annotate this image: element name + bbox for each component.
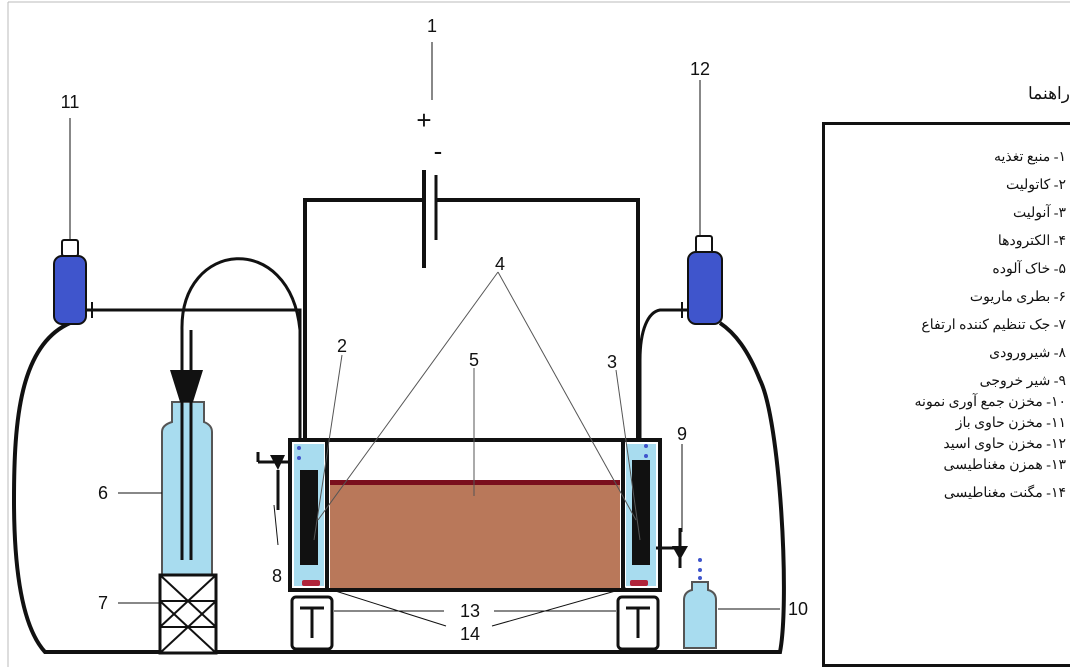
outlet-valve [656,528,688,568]
label-7: 7 [98,593,108,613]
label-10: 10 [788,599,808,619]
label-13: 13 [460,601,480,621]
negative-sign: - [434,136,443,166]
legend-item: ۷- جک تنظیم کننده ارتفاع [921,318,1066,333]
label-4: 4 [495,254,505,274]
legend-item: ۸- شیرورودی [989,346,1066,361]
label-3: 3 [607,352,617,372]
label-9: 9 [677,424,687,444]
power-wire-right [436,198,640,440]
contaminated-soil [330,480,620,588]
leader-14b [491,587,627,627]
mariotte-bottle [161,257,302,576]
label-1: 1 [427,16,437,36]
legend-item: ۱۳- همزن مغناطیسی [943,458,1066,473]
legend-item: ۹- شیر خروجی [979,374,1066,389]
power-wire-left [303,198,424,440]
label-2: 2 [337,336,347,356]
legend-heading: راهنما [1027,84,1070,103]
label-8: 8 [272,566,282,586]
stirrer-left [290,595,334,651]
legend-item: ۱۲- مخزن حاوی اسید [943,437,1066,452]
legend-item: ۱۱- مخزن حاوی باز [955,416,1066,431]
leader-2 [313,354,343,541]
leader-8 [273,504,279,546]
leader-14a [325,587,447,627]
stirrer-right [616,595,660,651]
leader-4b [497,271,637,521]
legend-box: ۱- منبع تغذیه ۲- کاتولیت ۳- آنولیت ۴- ال… [822,122,1070,667]
legend-list: ۱- منبع تغذیه ۲- کاتولیت ۳- آنولیت ۴- ال… [846,149,1066,513]
inlet-valve [256,452,292,510]
base-reservoir [53,239,302,440]
leader-4a [317,271,499,521]
legend-item: ۴- الکترودها [997,234,1066,249]
sample-collection-container [683,558,717,649]
magnet-right [630,580,648,586]
legend-item: ۱۰- مخزن جمع آوری نمونه [914,395,1066,410]
cathode-electrode [300,470,318,565]
label-6: 6 [98,483,108,503]
positive-sign: + [416,105,431,135]
label-12: 12 [690,59,710,79]
legend-item: ۱۴- مگنت مغناطیسی [943,486,1066,501]
height-jack [158,573,218,655]
legend-item: ۶- بطری ماریوت [969,290,1066,305]
leader-3 [615,369,641,541]
bottle-stopper [170,370,203,402]
legend-item: ۱- منبع تغذیه [994,150,1066,165]
legend-item: ۵- خاک آلوده [992,262,1066,277]
magnet-left [302,580,320,586]
label-5: 5 [469,350,479,370]
label-11: 11 [61,92,80,112]
label-14: 14 [460,624,480,644]
base-tubing-loop [11,321,786,654]
soil-top-layer [330,480,620,485]
legend-item: ۳- آنولیت [1013,206,1066,221]
anode-electrode [632,460,650,565]
acid-reservoir [638,235,723,440]
legend-item: ۲- کاتولیت [1006,178,1066,193]
